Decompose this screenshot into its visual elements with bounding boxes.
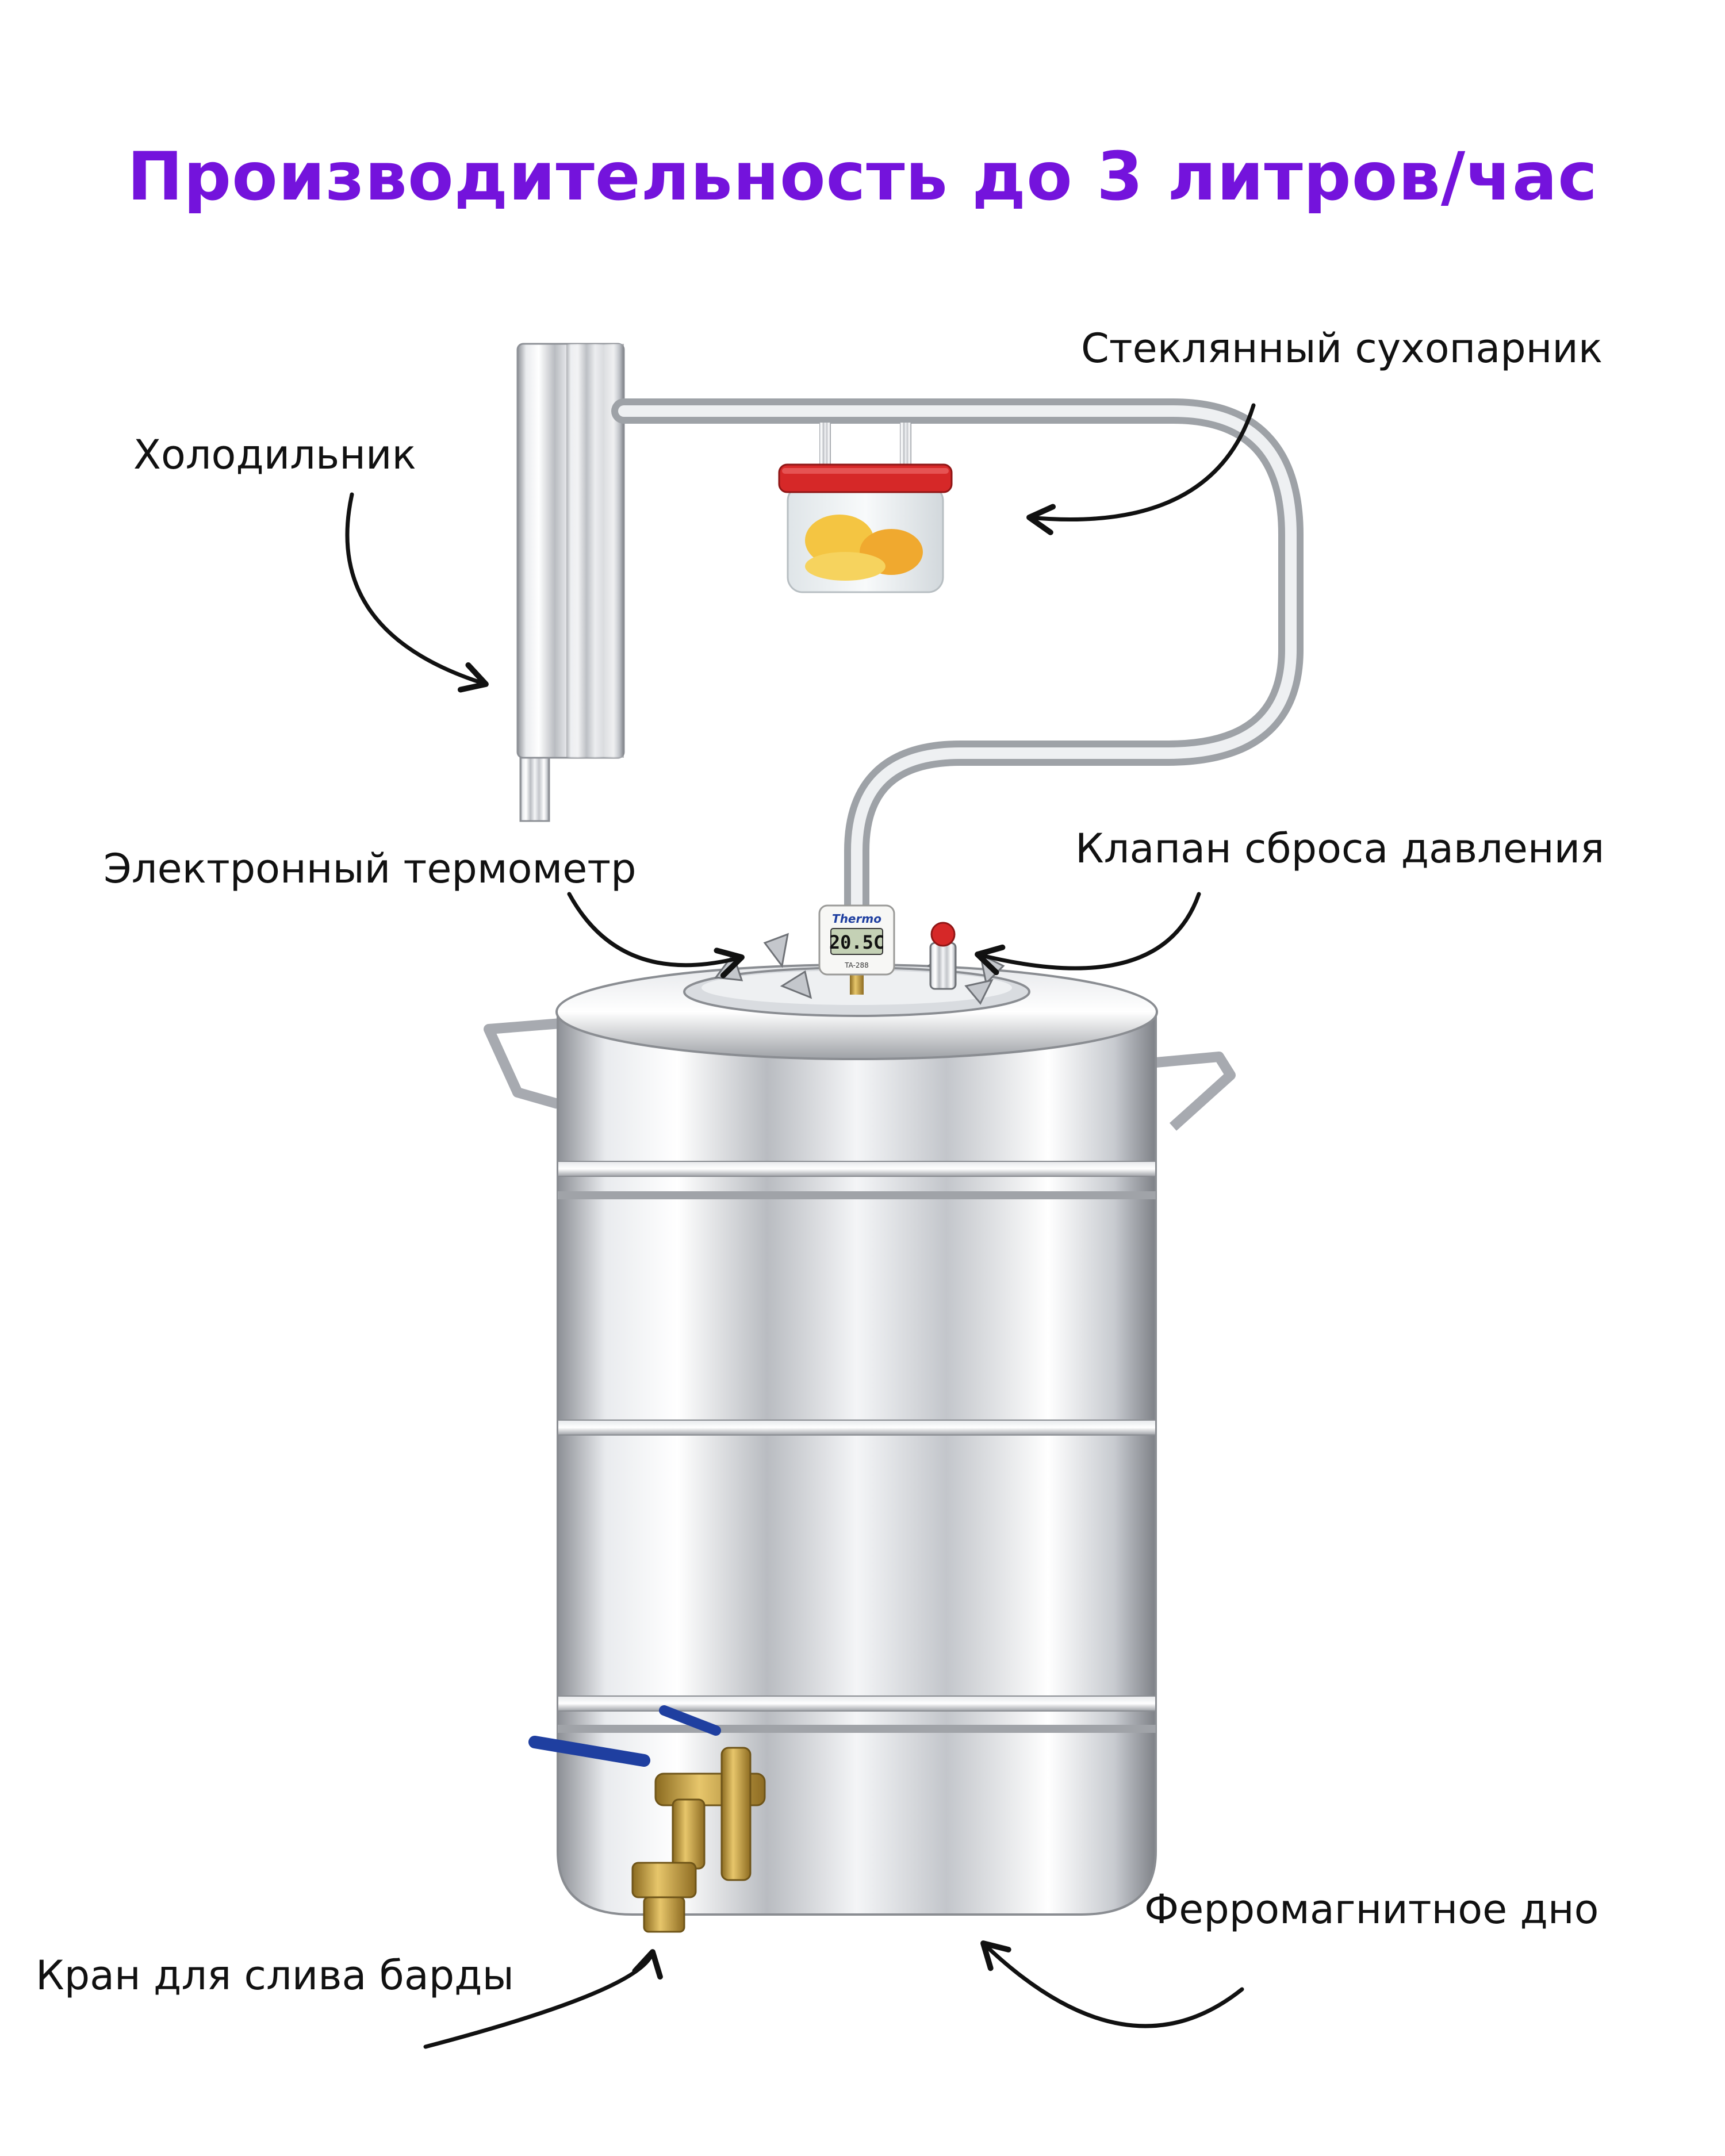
arrow-thermometer bbox=[567, 892, 745, 979]
dry-steamer-jar bbox=[778, 423, 953, 593]
electronic-thermometer: Thermo 20.5C TA-288 bbox=[818, 904, 895, 995]
pressure-relief-valve bbox=[929, 922, 957, 990]
tank-body bbox=[557, 1011, 1157, 1916]
drain-tap bbox=[528, 1705, 766, 1933]
label-drain-tap: Кран для слива барды bbox=[36, 1952, 514, 1999]
arrow-relief-valve bbox=[975, 892, 1201, 976]
arrow-dry-steamer bbox=[1026, 403, 1256, 535]
arrow-drain-tap bbox=[423, 1949, 663, 2049]
thermometer-reading: 20.5C bbox=[829, 931, 884, 953]
label-ferromagnetic-bottom: Ферромагнитное дно bbox=[1144, 1886, 1599, 1933]
label-thermometer: Электронный термометр bbox=[103, 845, 637, 892]
label-relief-valve: Клапан сброса давления bbox=[1075, 825, 1605, 872]
label-dry-steamer: Стеклянный сухопарник bbox=[1081, 325, 1603, 372]
thermometer-model: TA-288 bbox=[844, 961, 869, 969]
condenser bbox=[516, 343, 625, 822]
vapor-pipe bbox=[611, 398, 1304, 933]
callout-arrows bbox=[345, 403, 1256, 2049]
arrow-condenser bbox=[345, 492, 489, 693]
headline: Производительность до 3 литров/час bbox=[127, 138, 1598, 216]
label-condenser: Холодильник bbox=[133, 431, 416, 478]
thermometer-brand: Thermo bbox=[832, 912, 881, 926]
arrow-ferromagnetic-bottom bbox=[980, 1940, 1244, 2028]
